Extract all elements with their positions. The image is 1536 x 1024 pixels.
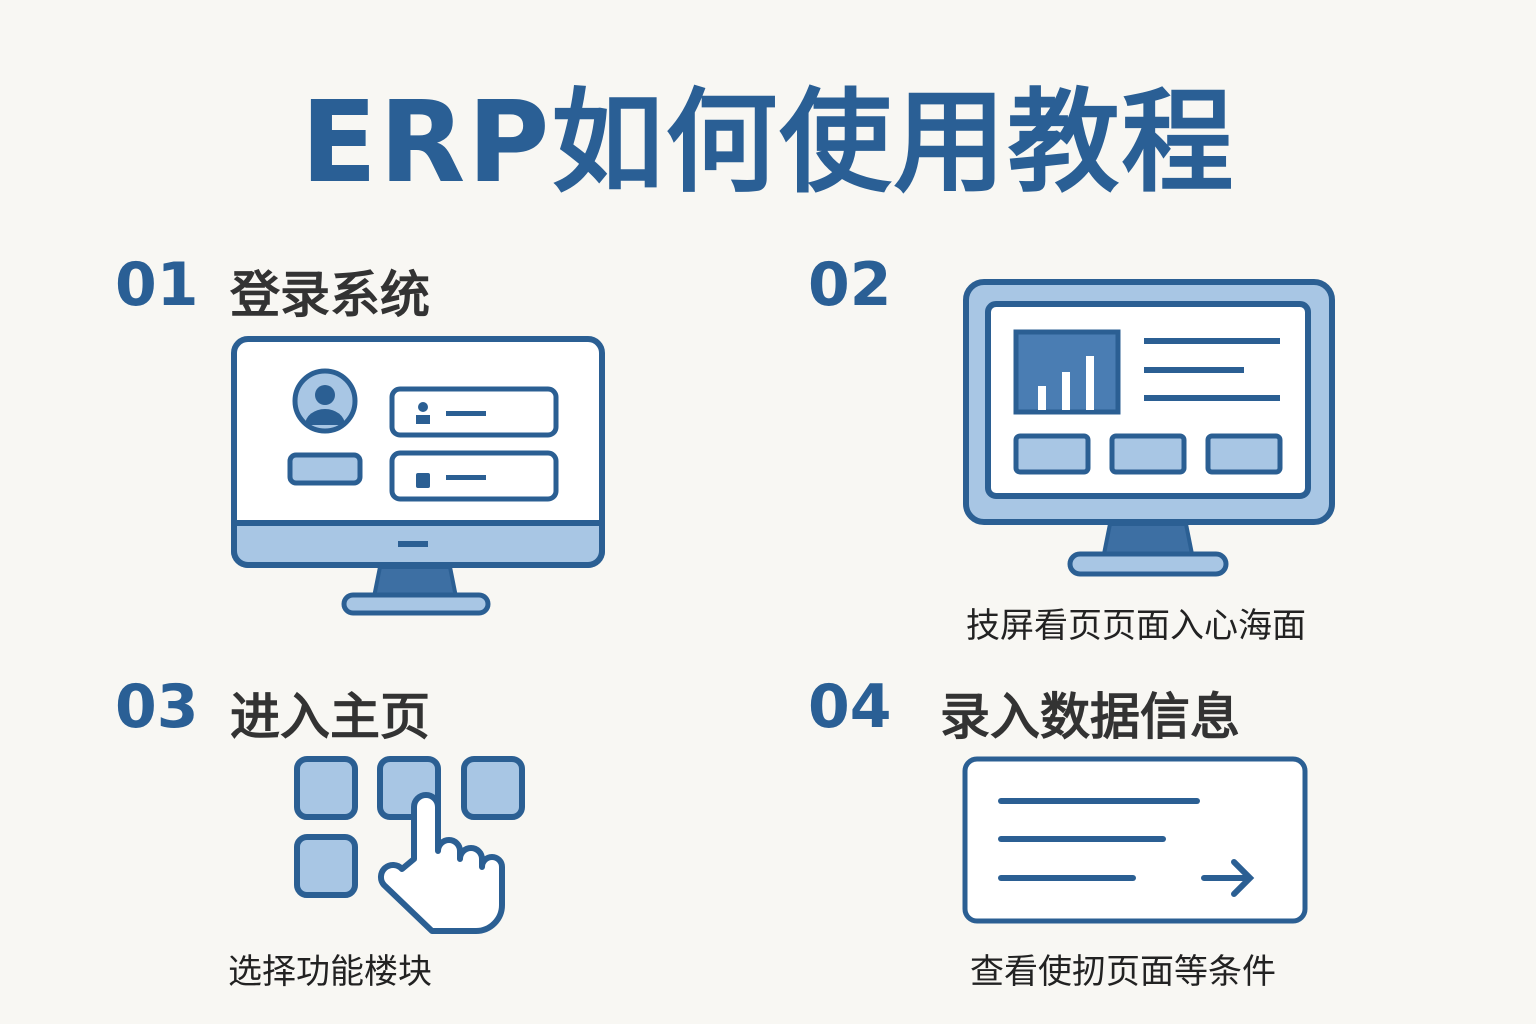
step-number: 02 (808, 250, 892, 320)
login-monitor-icon (231, 336, 605, 616)
dashboard-monitor-icon (963, 279, 1335, 577)
step-caption: 选择功能楼块 (228, 952, 432, 992)
page-title: ERP如何使用教程 (300, 78, 1236, 208)
step-number: 04 (808, 672, 892, 742)
step-number: 01 (115, 250, 199, 320)
step-caption: 查看使扨页面等条件 (970, 952, 1276, 992)
step-number: 03 (115, 672, 199, 742)
tap-grid-icon (294, 756, 525, 934)
form-arrow-icon (962, 756, 1308, 924)
step-heading: 进入主页 (230, 688, 430, 746)
step-heading: 录入数据信息 (940, 688, 1240, 746)
step-heading: 登录系统 (230, 266, 430, 324)
step-caption: 技屏看页页面入心海面 (966, 606, 1306, 646)
